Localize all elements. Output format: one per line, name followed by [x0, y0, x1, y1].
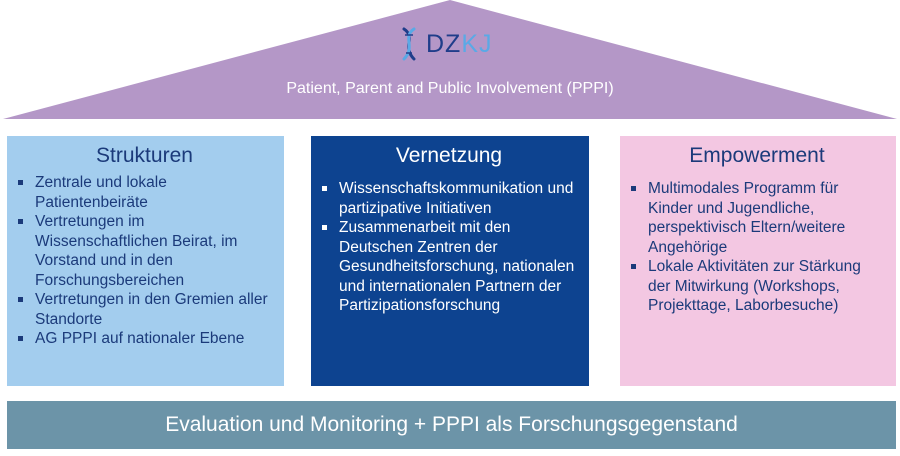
list-item-text: Vertretungen im Wissenschaftlichen Beira… — [35, 213, 238, 289]
pillar-empowerment: Empowerment Multimodales Programm für Ki… — [620, 136, 896, 386]
bullet-square — [631, 186, 636, 192]
logo-text-dz: DZ — [426, 29, 462, 58]
list-item-text: Lokale Aktivitäten zur Stärkung der Mitw… — [648, 258, 861, 315]
dna-helix-icon — [402, 27, 416, 61]
bullet-square — [18, 297, 23, 303]
list-item: Lokale Aktivitäten zur Stärkung der Mitw… — [628, 257, 886, 316]
bullet-square — [322, 186, 327, 192]
roof-triangle — [3, 0, 897, 119]
pillar-title: Empowerment — [689, 144, 825, 167]
list-item-text: Multimodales Programm für Kinder und Jug… — [648, 180, 846, 256]
list-item: Vertretungen in den Gremien aller Stando… — [15, 290, 274, 329]
bullet-square — [18, 180, 23, 186]
list-item: Zentrale und lokale Patientenbeiräte — [15, 173, 274, 212]
bullet-square — [18, 336, 23, 342]
list-item: Zusammenarbeit mit den Deutschen Zentren… — [319, 218, 579, 316]
pillar-strukturen: Strukturen Zentrale und lokale Patienten… — [7, 136, 284, 386]
list-item: Vertretungen im Wissenschaftlichen Beira… — [15, 212, 274, 290]
list-item-text: Wissenschaftskommunikation und partizipa… — [339, 180, 574, 217]
list-item-text: AG PPPI auf nationaler Ebene — [35, 330, 245, 348]
pillar-vernetzung: Vernetzung Wissenschaftskommunikation un… — [311, 136, 589, 386]
pillar-list: Wissenschaftskommunikation und partizipa… — [319, 179, 579, 316]
logo-wordmark: DZKJ — [426, 29, 493, 58]
dzkj-logo: DZKJ — [398, 26, 493, 62]
list-item-text: Zusammenarbeit mit den Deutschen Zentren… — [339, 219, 575, 315]
pillar-list: Zentrale und lokale Patientenbeiräte Ver… — [15, 173, 274, 349]
pillar-title: Strukturen — [96, 144, 193, 167]
bullet-square — [322, 225, 327, 231]
list-item-text: Vertretungen in den Gremien aller Stando… — [35, 291, 268, 328]
list-item-text: Zentrale und lokale Patientenbeiräte — [35, 174, 167, 211]
roof-subtitle: Patient, Parent and Public Involvement (… — [286, 80, 614, 97]
logo-text-kj: KJ — [461, 29, 493, 58]
pillar-list: Multimodales Programm für Kinder und Jug… — [628, 179, 886, 316]
list-item: Wissenschaftskommunikation und partizipa… — [319, 179, 579, 218]
pillar-title: Vernetzung — [395, 144, 503, 167]
bullet-square — [18, 219, 23, 225]
list-item: AG PPPI auf nationaler Ebene — [15, 329, 274, 349]
list-item: Multimodales Programm für Kinder und Jug… — [628, 179, 886, 257]
bullet-square — [631, 264, 636, 270]
base-foundation: Evaluation und Monitoring + PPPI als For… — [7, 401, 896, 449]
